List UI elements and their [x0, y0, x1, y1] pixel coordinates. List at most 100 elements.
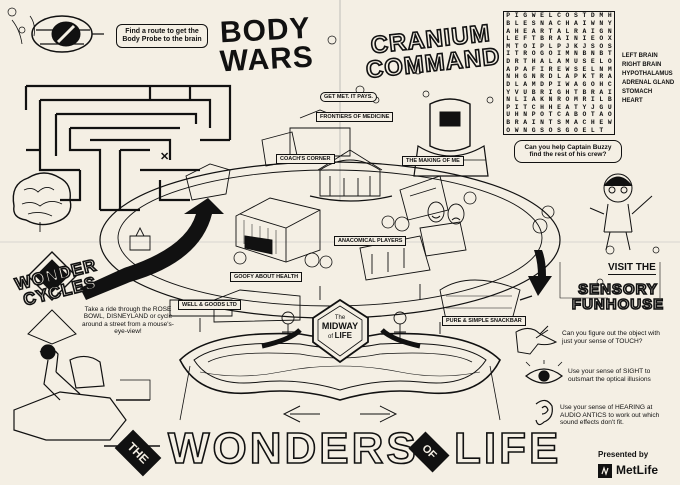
word-search-letter[interactable]: H — [514, 73, 519, 81]
word-search-letter[interactable]: L — [599, 96, 604, 104]
word-search-letter[interactable]: U — [573, 58, 578, 66]
word-search-letter[interactable]: O — [599, 42, 604, 50]
word-search-letter[interactable]: T — [531, 35, 536, 43]
word-search-letter[interactable]: S — [540, 126, 544, 134]
word-search-letter[interactable]: U — [506, 111, 511, 119]
word-search-letter[interactable]: R — [557, 96, 561, 104]
word-search-letter[interactable]: T — [548, 27, 553, 35]
word-search-letter[interactable]: L — [548, 12, 553, 20]
word-search-letter[interactable]: B — [531, 88, 536, 96]
word-search-letter[interactable]: O — [506, 126, 511, 134]
word-search-letter[interactable]: A — [557, 35, 561, 43]
word-search-letter[interactable]: M — [506, 42, 511, 50]
word-search-letter[interactable]: O — [523, 42, 528, 50]
word-search-letter[interactable]: H — [565, 19, 570, 27]
word-search-letter[interactable]: H — [599, 80, 604, 88]
word-search-letter[interactable]: A — [531, 96, 536, 104]
word-search-letter[interactable]: G — [599, 27, 604, 35]
word-search-letter[interactable]: A — [573, 80, 578, 88]
word-search-letter[interactable]: W — [565, 65, 570, 73]
word-search-letter[interactable]: K — [540, 96, 544, 104]
word-search-letter[interactable]: B — [506, 119, 511, 127]
word-search-letter[interactable]: T — [548, 119, 553, 127]
word-search-letter[interactable]: M — [531, 80, 536, 88]
word-search-letter[interactable]: L — [565, 27, 570, 35]
word-search-letter[interactable]: E — [514, 35, 519, 43]
word-search-letter[interactable]: C — [582, 119, 587, 127]
word-search-letter[interactable]: E — [590, 58, 595, 66]
word-search-letter[interactable]: E — [582, 65, 587, 73]
word-search-letter[interactable]: A — [599, 111, 604, 119]
word-search-letter[interactable]: G — [557, 88, 561, 96]
word-search-letter[interactable]: H — [540, 103, 544, 111]
word-search-letter[interactable]: T — [590, 111, 595, 119]
word-search-letter[interactable]: R — [523, 50, 528, 58]
word-search-letter[interactable]: C — [557, 111, 561, 119]
word-search-letter[interactable]: L — [548, 58, 553, 66]
word-search-letter[interactable]: U — [523, 88, 528, 96]
word-search-letter[interactable]: E — [557, 65, 561, 73]
word-search-letter[interactable]: L — [506, 35, 511, 43]
word-search-letter[interactable]: R — [514, 119, 519, 127]
word-search-letter[interactable]: M — [573, 96, 578, 104]
word-search-letter[interactable]: W — [531, 12, 536, 20]
word-search-letter[interactable]: I — [540, 65, 544, 73]
word-search-letter[interactable]: D — [540, 80, 544, 88]
word-search-letter[interactable]: O — [607, 111, 612, 119]
word-search-letter[interactable]: T — [607, 50, 612, 58]
word-search-letter[interactable]: F — [531, 65, 536, 73]
word-search-letter[interactable]: A — [523, 65, 528, 73]
word-search-letter[interactable]: N — [548, 96, 553, 104]
word-search-letter[interactable]: M — [607, 65, 612, 73]
word-search-letter[interactable]: R — [548, 65, 553, 73]
word-search-letter[interactable]: E — [599, 119, 604, 127]
word-search-letter[interactable]: O — [548, 50, 553, 58]
word-search-letter[interactable]: R — [540, 73, 544, 81]
word-search-letter[interactable]: G — [523, 12, 528, 20]
word-search-letter[interactable]: R — [514, 58, 519, 66]
word-search-letter[interactable]: H — [590, 119, 595, 127]
word-search-letter[interactable]: N — [506, 96, 511, 104]
word-search-letter[interactable]: T — [514, 50, 519, 58]
word-search-letter[interactable]: N — [599, 65, 604, 73]
word-search-letter[interactable]: I — [523, 96, 528, 104]
word-search-letter[interactable]: D — [548, 73, 553, 81]
word-search-letter[interactable]: K — [582, 73, 587, 81]
word-search-letter[interactable]: I — [565, 35, 570, 43]
word-search-letter[interactable]: A — [506, 27, 511, 35]
word-search-letter[interactable]: E — [590, 35, 595, 43]
word-search-letter[interactable]: R — [590, 88, 595, 96]
word-search-letter[interactable]: S — [573, 12, 578, 20]
word-search-letter[interactable]: B — [573, 111, 578, 119]
word-search-letter[interactable]: I — [548, 88, 553, 96]
word-search-letter[interactable]: X — [607, 35, 612, 43]
word-search-letter[interactable]: M — [565, 50, 570, 58]
word-search-letter[interactable]: H — [607, 12, 612, 20]
word-search-letter[interactable]: E — [557, 103, 561, 111]
word-search-letter[interactable]: A — [540, 58, 544, 66]
word-search-letter[interactable]: P — [514, 65, 519, 73]
word-search-letter[interactable]: Y — [582, 103, 587, 111]
word-search-letter[interactable]: I — [506, 50, 511, 58]
word-search-letter[interactable]: D — [590, 12, 595, 20]
word-search-letter[interactable]: R — [540, 27, 544, 35]
word-search-letter[interactable]: T — [514, 42, 519, 50]
word-search-letter[interactable]: B — [582, 88, 587, 96]
word-search-letter[interactable]: H — [531, 58, 536, 66]
word-search-letter[interactable]: O — [565, 12, 570, 20]
word-search-letter[interactable]: G — [531, 126, 536, 134]
word-search-letter[interactable]: N — [599, 19, 604, 27]
word-search-letter[interactable]: O — [565, 96, 570, 104]
word-search-letter[interactable]: O — [531, 50, 536, 58]
word-search-letter[interactable]: T — [548, 111, 553, 119]
word-search-letter[interactable]: I — [557, 50, 561, 58]
word-search-letter[interactable]: N — [590, 50, 595, 58]
word-search-letter[interactable]: O — [599, 35, 604, 43]
word-search-letter[interactable]: S — [582, 58, 587, 66]
word-search-letter[interactable]: I — [590, 96, 595, 104]
word-search-letter[interactable]: A — [523, 119, 528, 127]
word-search-letter[interactable]: I — [514, 103, 519, 111]
word-search-letter[interactable]: P — [506, 12, 511, 20]
word-search-letter[interactable]: J — [582, 42, 587, 50]
word-search-letter[interactable]: N — [506, 73, 511, 81]
